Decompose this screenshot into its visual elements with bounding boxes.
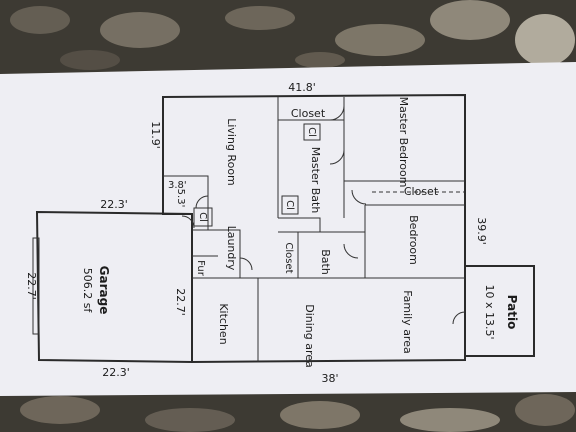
dim-living-depth: 11.9' (149, 121, 162, 149)
closet-label-b: Cl (284, 200, 295, 210)
room-laundry: Laundry (225, 226, 238, 271)
room-kitchen: Kitchen (217, 303, 230, 344)
closet-label-a: Cl (306, 127, 317, 137)
paper-sheet (0, 62, 576, 396)
room-master-bath: Master Bath (309, 147, 322, 214)
room-dining: Dining area (303, 304, 316, 368)
room-patio-size: 10 x 13.5' (483, 284, 496, 339)
closet-box-a (303, 123, 321, 141)
room-closet-top: Closet (291, 107, 326, 120)
room-family: Family area (401, 290, 414, 353)
room-garage: Garage (97, 266, 111, 315)
room-closet-mid: Closet (404, 185, 439, 198)
dim-closet-depth: 5.3' (175, 189, 186, 208)
granite-speckles (10, 0, 575, 432)
dim-garage-top: 22.3' (100, 198, 128, 211)
dim-garage-left: 22.7' (25, 272, 38, 300)
dim-top-width: 41.8' (288, 81, 316, 94)
room-bath: Bath (319, 249, 332, 275)
closet-label-c: Cl (197, 212, 208, 222)
room-garage-area: 506.2 sf (81, 268, 94, 314)
dim-house-depth: 39.9' (475, 217, 488, 245)
dim-bottom-width: 38' (321, 372, 338, 385)
closet-box-c (193, 207, 213, 227)
dim-garage-bottom: 22.3' (102, 366, 130, 379)
room-living: Living Room (225, 118, 238, 186)
garage-door (32, 237, 40, 335)
room-closet-small: Closet (283, 242, 294, 273)
room-bedroom: Bedroom (407, 215, 420, 265)
room-patio: Patio (505, 295, 519, 330)
dim-closet-size: 3.8' (168, 180, 187, 191)
closet-box-b (281, 195, 299, 215)
room-fur: Fur (195, 260, 206, 277)
dim-garage-right: 22.7' (174, 288, 187, 316)
room-master-bedroom: Master Bedroom (397, 97, 410, 188)
house-walls (32, 93, 535, 364)
